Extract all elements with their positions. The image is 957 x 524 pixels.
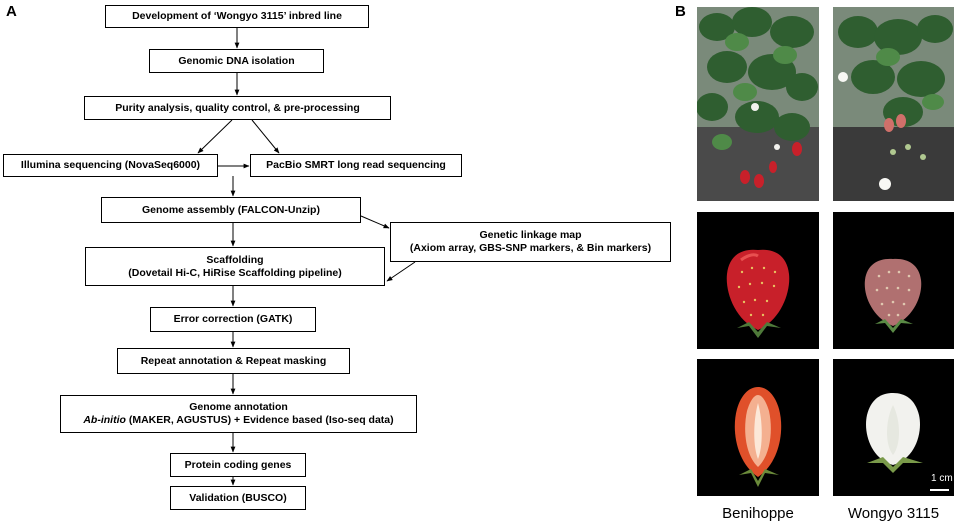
- panel-b-letter: B: [675, 3, 686, 20]
- step-pacbio-sequencing: PacBio SMRT long read sequencing: [250, 154, 462, 177]
- wongyo-label: Wongyo 3115: [847, 505, 940, 522]
- step-validation: Validation (BUSCO): [170, 486, 306, 510]
- arrow-purity-to-illumina: [197, 119, 233, 154]
- panel-a-letter: A: [6, 3, 17, 20]
- benihoppe-whole-fruit-photo: [697, 212, 819, 349]
- step-purity-analysis: Purity analysis, quality control, & pre-…: [84, 96, 391, 120]
- wongyo-cut-fruit-photo: 1 cm: [833, 359, 954, 496]
- step-repeat-annotation: Repeat annotation & Repeat masking: [117, 348, 350, 374]
- scale-bar-label: 1 cm: [931, 473, 953, 484]
- arrow-assembly-to-linkage: [360, 215, 390, 229]
- benihoppe-cut-fruit-photo: [697, 359, 819, 496]
- flowchart-arrows: [197, 27, 416, 486]
- step-protein-coding-genes: Protein coding genes: [170, 453, 306, 477]
- step-genetic-linkage-map: Genetic linkage map (Axiom array, GBS-SN…: [390, 222, 671, 262]
- wongyo-whole-fruit-photo: [833, 212, 954, 349]
- benihoppe-label: Benihoppe: [722, 505, 794, 522]
- step-genome-annotation: Genome annotation Ab-initio (MAKER, AGUS…: [60, 395, 417, 433]
- step-error-correction: Error correction (GATK): [150, 307, 316, 332]
- step-development: Development of ‘Wongyo 3115’ inbred line: [105, 5, 369, 28]
- step-genome-assembly: Genome assembly (FALCON-Unzip): [101, 197, 361, 223]
- wongyo-plant-photo: [833, 7, 954, 201]
- step-dna-isolation: Genomic DNA isolation: [149, 49, 324, 73]
- step-scaffolding: Scaffolding (Dovetail Hi-C, HiRise Scaff…: [85, 247, 385, 286]
- arrow-purity-to-pacbio: [251, 119, 280, 154]
- benihoppe-plant-photo: [697, 7, 819, 201]
- scale-bar: [930, 489, 949, 491]
- arrow-linkage-to-scaffold: [386, 261, 416, 282]
- step-illumina-sequencing: Illumina sequencing (NovaSeq6000): [3, 154, 218, 177]
- annotation-methods-line: Ab-initio (MAKER, AGUSTUS) + Evidence ba…: [83, 414, 394, 426]
